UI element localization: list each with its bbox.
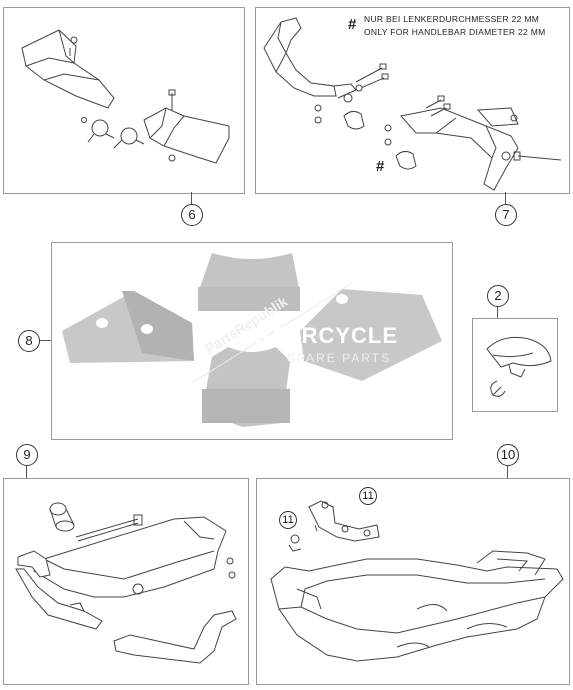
skid-plate-drawing	[15, 502, 237, 664]
watermark-sub: SPARE PARTS	[287, 351, 392, 365]
callout-11-a: 11	[279, 511, 297, 529]
panel-decals: MOTORCYCLE SPARE PARTS PartsRepublik	[51, 242, 453, 440]
leader-6	[191, 192, 192, 204]
panel-skid-plate	[3, 478, 249, 685]
callout-6: 6	[181, 204, 203, 226]
panel-hand-guards	[3, 7, 245, 194]
watermark-main: MOTORCYCLE	[232, 323, 399, 348]
leader-2	[497, 305, 498, 318]
hash-mark-bottom: #	[376, 158, 385, 175]
callout-9: 9	[16, 444, 38, 466]
leader-9	[26, 465, 27, 478]
callout-11-b: 11	[359, 487, 377, 505]
hash-mark-top: #	[348, 16, 357, 33]
leader-7	[505, 192, 506, 204]
callout-7: 7	[495, 204, 517, 226]
note-german: NUR BEI LENKERDURCHMESSER 22 MM	[364, 14, 540, 24]
leader-10	[507, 465, 508, 478]
decals-drawing	[62, 253, 442, 427]
hand-guards-22mm-drawing	[263, 17, 562, 191]
callout-10: 10	[497, 444, 519, 466]
callout-8: 8	[18, 330, 40, 352]
leader-8	[40, 340, 51, 341]
note-english: ONLY FOR HANDLEBAR DIAMETER 22 MM	[364, 27, 546, 37]
small-part-drawing	[486, 336, 552, 397]
callout-2: 2	[487, 285, 509, 307]
panel-skid-plate-alt: 11 11	[256, 478, 570, 685]
hand-guards-drawing	[21, 29, 230, 164]
skid-plate-alt-drawing	[270, 500, 564, 662]
panel-small-part	[472, 318, 558, 412]
panel-hand-guards-22mm: # NUR BEI LENKERDURCHMESSER 22 MM ONLY F…	[255, 7, 570, 194]
